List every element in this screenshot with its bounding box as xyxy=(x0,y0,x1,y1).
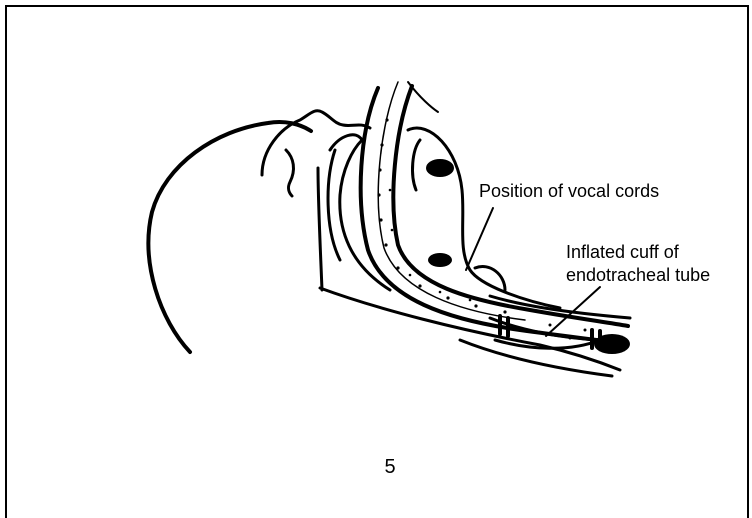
nasopharynx-blob xyxy=(426,159,454,177)
page-number: 5 xyxy=(380,456,400,479)
epiglottis xyxy=(413,140,420,190)
cuff-label-line2: endotracheal tube xyxy=(566,264,710,286)
vocal-cords-leader xyxy=(466,208,493,270)
cuff-label-line1: Inflated cuff of xyxy=(566,241,679,263)
ear-outline xyxy=(286,150,293,196)
larynx-blob xyxy=(428,253,452,267)
tube-stipple xyxy=(377,118,601,341)
tube-guide-line xyxy=(408,82,438,112)
vocal-cords-label: Position of vocal cords xyxy=(479,180,659,202)
chin-outline xyxy=(318,168,322,290)
tube-inner-wall xyxy=(393,86,628,326)
jaw-outline xyxy=(328,150,340,260)
head-outline xyxy=(148,122,311,352)
